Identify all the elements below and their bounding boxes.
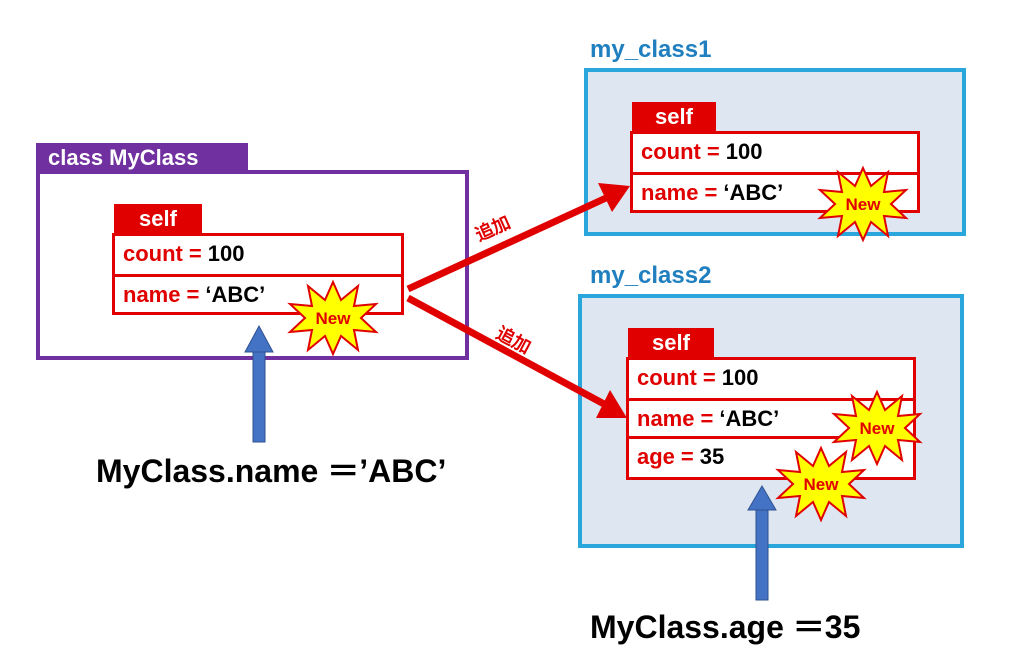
- instance2-self-tab: self: [628, 328, 714, 358]
- attr-row-name: name=‘ABC’: [115, 274, 401, 312]
- add-arrow-to-instance1: [406, 194, 608, 293]
- attr-eq: =: [700, 406, 714, 431]
- new-burst-icon: New: [287, 279, 379, 357]
- attr-name: name: [123, 282, 181, 307]
- attr-value: ‘ABC’: [205, 282, 266, 307]
- attr-value: 35: [699, 444, 725, 469]
- instance1-self-tab: self: [632, 102, 716, 132]
- attr-eq: =: [680, 444, 694, 469]
- attr-row-name: name=‘ABC’: [633, 172, 917, 210]
- new-badge-text: New: [804, 475, 840, 494]
- attr-value: 100: [725, 139, 763, 164]
- attr-eq: =: [702, 365, 716, 390]
- attr-name: name: [637, 406, 695, 431]
- attr-row-count: count=100: [115, 236, 401, 274]
- add-arrow-to-instance2: [406, 294, 606, 408]
- attr-name: count: [641, 139, 701, 164]
- attr-value: 100: [207, 241, 245, 266]
- new-burst-icon: New: [831, 389, 923, 467]
- new-burst-icon: New: [817, 165, 909, 243]
- new-badge-text: New: [316, 309, 352, 328]
- attr-row-count: count=100: [629, 360, 913, 398]
- attr-name: count: [637, 365, 697, 390]
- attr-name: age: [637, 444, 675, 469]
- attr-name: count: [123, 241, 183, 266]
- attr-eq: =: [186, 282, 200, 307]
- pointer-arrow-head-age: [747, 485, 777, 511]
- class-title-tab: class MyClass: [36, 143, 248, 173]
- class-attribute-table: count=100 name=‘ABC’: [112, 233, 404, 315]
- add-arrow-head-instance2: [596, 390, 627, 418]
- new-badge-text: New: [860, 419, 896, 438]
- burst-shape: [775, 445, 867, 523]
- instance1-title: my_class1: [590, 36, 712, 63]
- attr-eq: =: [706, 139, 720, 164]
- burst-shape: [817, 165, 909, 243]
- new-burst-icon: New: [775, 445, 867, 523]
- age-assignment-caption: MyClass.age ＝35: [590, 609, 861, 645]
- add-arrow-head-instance1: [598, 183, 630, 212]
- attr-row-count: count=100: [633, 134, 917, 172]
- instance2-title: my_class2: [590, 262, 712, 289]
- attr-row-age: age=35: [629, 436, 913, 474]
- pointer-arrow-shaft-class: [252, 349, 266, 443]
- attr-value: ‘ABC’: [723, 180, 784, 205]
- attr-eq: =: [188, 241, 202, 266]
- burst-shape: [831, 389, 923, 467]
- new-badge-text: New: [846, 195, 882, 214]
- burst-shape: [287, 279, 379, 357]
- class-self-tab: self: [114, 204, 202, 234]
- attr-value: ‘ABC’: [719, 406, 780, 431]
- attr-name: name: [641, 180, 699, 205]
- attr-eq: =: [704, 180, 718, 205]
- instance2-attribute-table: count=100 name=‘ABC’ age=35: [626, 357, 916, 480]
- class-assignment-caption: MyClass.name ＝’ABC’: [96, 453, 447, 489]
- attr-row-name: name=‘ABC’: [629, 398, 913, 436]
- pointer-arrow-head-class: [244, 324, 274, 353]
- pointer-arrow-shaft-age: [755, 507, 769, 601]
- attr-value: 100: [721, 365, 759, 390]
